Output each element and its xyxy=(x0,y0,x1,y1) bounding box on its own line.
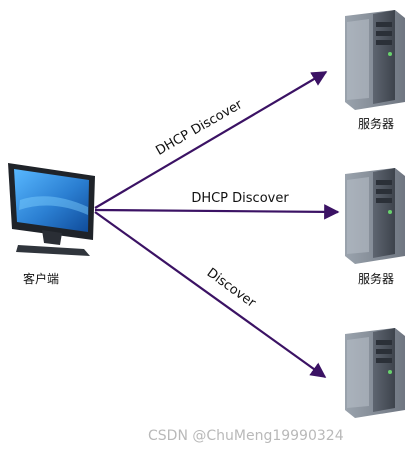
arrow-label-2: DHCP Discover xyxy=(191,191,289,206)
arrow-to-server-3 xyxy=(94,211,327,378)
arrow-to-server-2 xyxy=(94,204,340,220)
arrow-to-server-1 xyxy=(94,71,328,209)
server-tower-icon xyxy=(345,328,405,418)
server-tower-icon xyxy=(345,168,405,264)
arrow-label-3: Discover xyxy=(204,265,259,311)
client-label: 客户端 xyxy=(23,271,59,286)
desktop-monitor-icon xyxy=(8,163,95,256)
watermark: CSDN @ChuMeng19990324 xyxy=(148,428,344,444)
server-tower-icon xyxy=(345,10,405,110)
server-label-1: 服务器 xyxy=(358,116,394,131)
server-label-2: 服务器 xyxy=(358,271,394,286)
